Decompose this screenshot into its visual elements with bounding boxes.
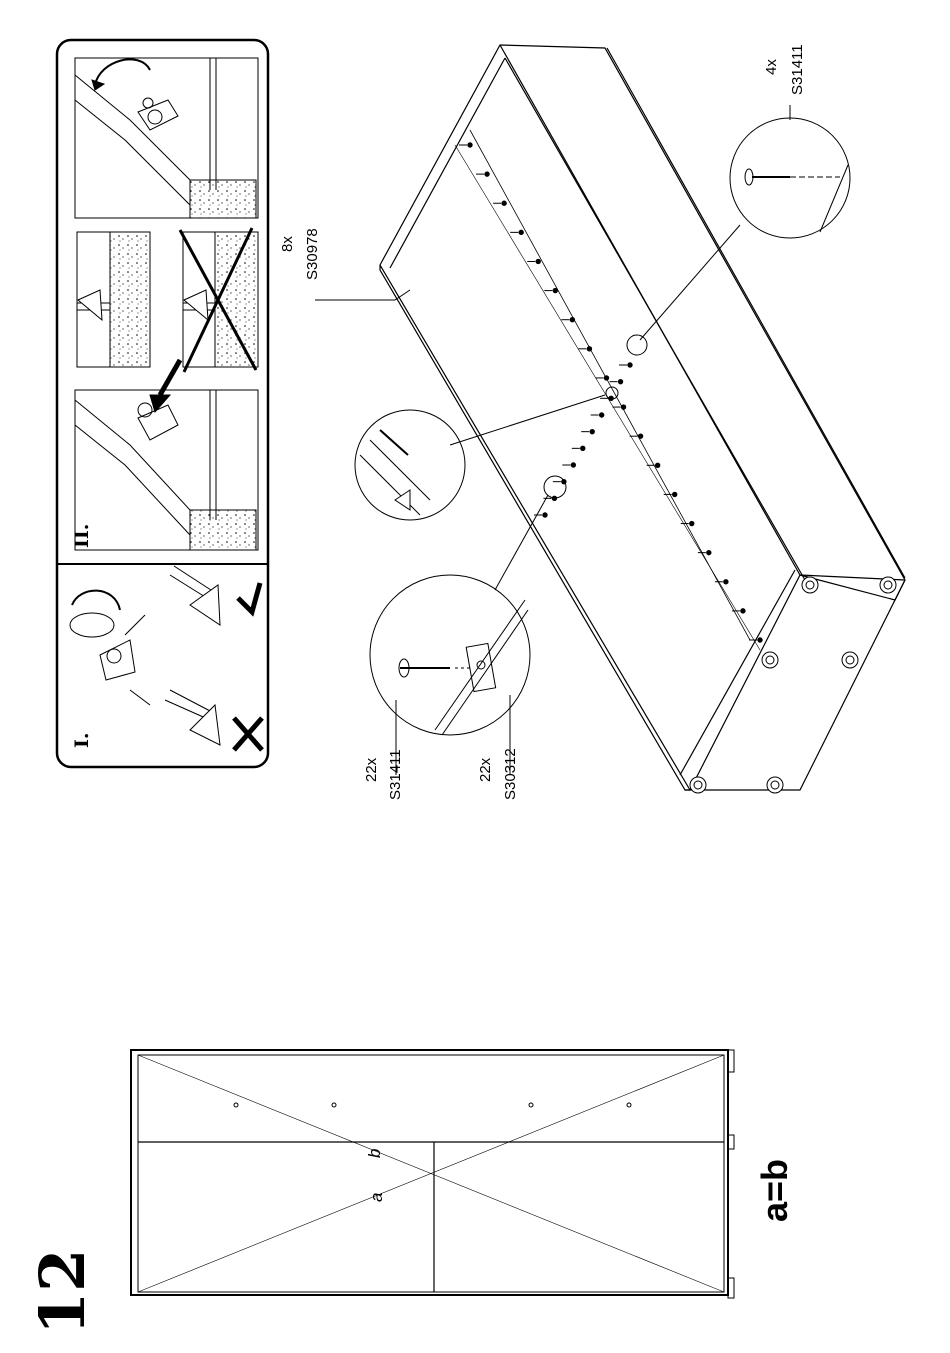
bracket-part-code: S30312	[503, 748, 518, 800]
fastener-bracket	[638, 434, 642, 438]
fastener-bracket	[570, 318, 574, 322]
cabinet-fasteners	[459, 143, 896, 793]
fastener-bracket	[553, 288, 557, 292]
diagonal-label-a: a	[368, 1193, 385, 1202]
inset-screw-tighten-detail	[75, 58, 258, 218]
cabinet-foot	[767, 777, 783, 793]
inset-step-i-detail	[70, 566, 262, 750]
fastener-bracket	[621, 405, 625, 409]
fastener-bracket	[599, 413, 603, 417]
fastener-bracket	[519, 230, 523, 234]
cabinet-foot	[690, 777, 706, 793]
fastener-bracket	[604, 376, 608, 380]
fastener-bracket	[590, 429, 594, 433]
cabinet-foot	[880, 577, 896, 593]
screw-a-part-code: S31411	[388, 749, 403, 800]
fastener-bracket	[536, 259, 540, 263]
fastener-bracket	[618, 379, 622, 383]
cabinet-foot	[842, 652, 858, 668]
nail-part-code: S30978	[305, 228, 320, 280]
diagonal-label-b: b	[366, 1149, 383, 1158]
detail-inset-panel	[57, 40, 268, 767]
fastener-bracket	[587, 347, 591, 351]
fastener-bracket	[690, 521, 694, 525]
inset-bracket-position-detail	[75, 228, 258, 550]
inset-step-i-label: I.	[73, 732, 92, 748]
square-check-equation: a=b	[757, 1159, 793, 1222]
fastener-bracket	[485, 172, 489, 176]
screw-a-quantity: 22x	[364, 758, 379, 782]
step-number: 12	[32, 1249, 94, 1335]
square-check-diagram	[131, 1050, 734, 1298]
screw-b-part-code: S31411	[790, 44, 805, 95]
bracket-quantity: 22x	[478, 758, 493, 782]
fastener-bracket	[571, 463, 575, 467]
fastener-bracket	[581, 446, 585, 450]
inset-step-ii-label: II.	[73, 524, 92, 548]
fastener-bracket	[758, 638, 762, 642]
fastener-bracket	[468, 143, 472, 147]
fastener-bracket	[741, 609, 745, 613]
fastener-bracket	[628, 363, 632, 367]
fastener-bracket	[543, 513, 547, 517]
nail-quantity: 8x	[280, 236, 295, 252]
fastener-bracket	[655, 463, 659, 467]
fastener-bracket	[502, 201, 506, 205]
fastener-bracket	[673, 492, 677, 496]
fastener-bracket	[724, 580, 728, 584]
cabinet-foot	[802, 577, 818, 593]
fastener-bracket	[707, 550, 711, 554]
screw-b-quantity: 4x	[764, 59, 779, 75]
cabinet-foot	[762, 652, 778, 668]
